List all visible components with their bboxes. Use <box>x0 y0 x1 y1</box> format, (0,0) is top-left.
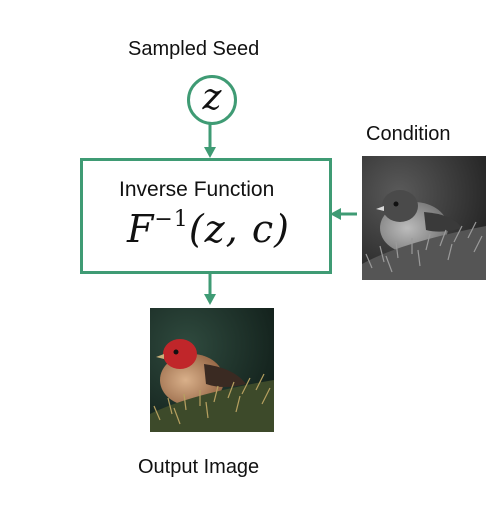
sampled-seed-label: Sampled Seed <box>128 38 260 60</box>
output-image <box>150 308 274 432</box>
inverse-function-title: Inverse Function <box>119 178 275 201</box>
seed-symbol: z <box>202 77 222 118</box>
formula-base: F <box>127 207 155 251</box>
inverse-function-box: Inverse Function F−1(z, c) <box>80 158 332 274</box>
formula-exponent: −1 <box>154 207 189 232</box>
inverse-function-formula: F−1(z, c) <box>127 207 290 251</box>
output-image-label: Output Image <box>138 456 260 478</box>
formula-args: (z, c) <box>188 207 290 251</box>
condition-image <box>362 156 486 280</box>
condition-label: Condition <box>366 123 451 145</box>
function-to-output-arrowhead <box>204 294 216 305</box>
seed-node: z <box>187 75 237 125</box>
condition-to-function-arrowhead <box>330 208 341 220</box>
seed-to-function-arrowhead <box>204 147 216 158</box>
